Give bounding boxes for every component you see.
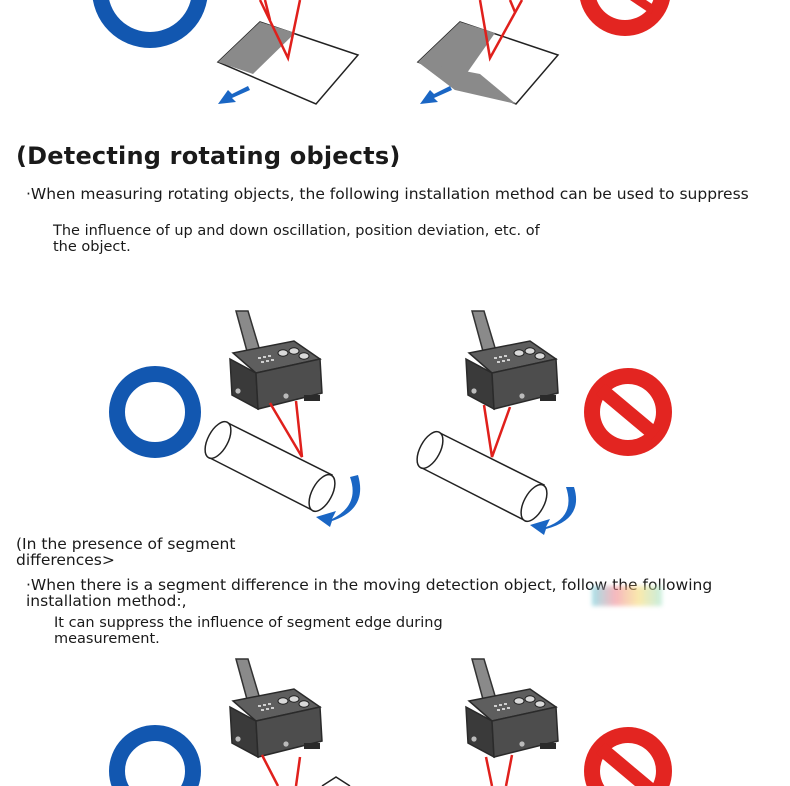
- rotating-detail-line1: The influence of up and down oscillation…: [53, 223, 540, 239]
- segment-heading-line2: differences>: [16, 551, 115, 569]
- laser-beam: [260, 754, 302, 786]
- laser-beam: [268, 400, 304, 458]
- laser-sensor-icon: [229, 310, 323, 410]
- laser-sensor-icon: [229, 658, 323, 758]
- segment-detail-line2: measurement.: [54, 631, 160, 647]
- laser-sensor-icon: [465, 658, 559, 758]
- prohibited-icon: [580, 0, 670, 36]
- color-artifact: [592, 586, 662, 606]
- segment-detail-line1: It can suppress the influence of segment…: [54, 615, 443, 631]
- prohibited-icon: [584, 727, 672, 786]
- segment-diagram: [109, 658, 672, 786]
- section-heading-rotating: (Detecting rotating objects): [16, 142, 401, 170]
- segment-heading-line1: (In the presence of segment: [16, 535, 236, 553]
- rotation-arrow-icon: [316, 475, 361, 527]
- laser-beam: [484, 754, 514, 786]
- correct-circle-icon: [92, 0, 208, 48]
- rotating-bullet-text: ·When measuring rotating objects, the fo…: [26, 185, 749, 203]
- prohibited-icon: [584, 368, 672, 456]
- correct-circle-icon: [109, 366, 201, 458]
- motion-arrow-icon: [420, 86, 452, 104]
- correct-circle-icon: [109, 725, 201, 786]
- laser-beam: [482, 404, 512, 458]
- cylinder-object: [204, 420, 336, 513]
- segment-bullet-line2: installation method:,: [26, 592, 187, 610]
- top-correct-diagram: [92, 0, 360, 105]
- top-incorrect-diagram: [416, 0, 670, 105]
- rotation-arrow-icon: [530, 487, 577, 535]
- laser-sensor-icon: [465, 310, 559, 410]
- rotating-detail-line2: the object.: [53, 239, 131, 255]
- segment-bullet-line1: ·When there is a segment difference in t…: [26, 576, 713, 594]
- rotating-diagram: [109, 310, 672, 535]
- laser-beam: [478, 0, 524, 62]
- motion-arrow-icon: [218, 86, 250, 104]
- cylinder-object: [416, 430, 548, 523]
